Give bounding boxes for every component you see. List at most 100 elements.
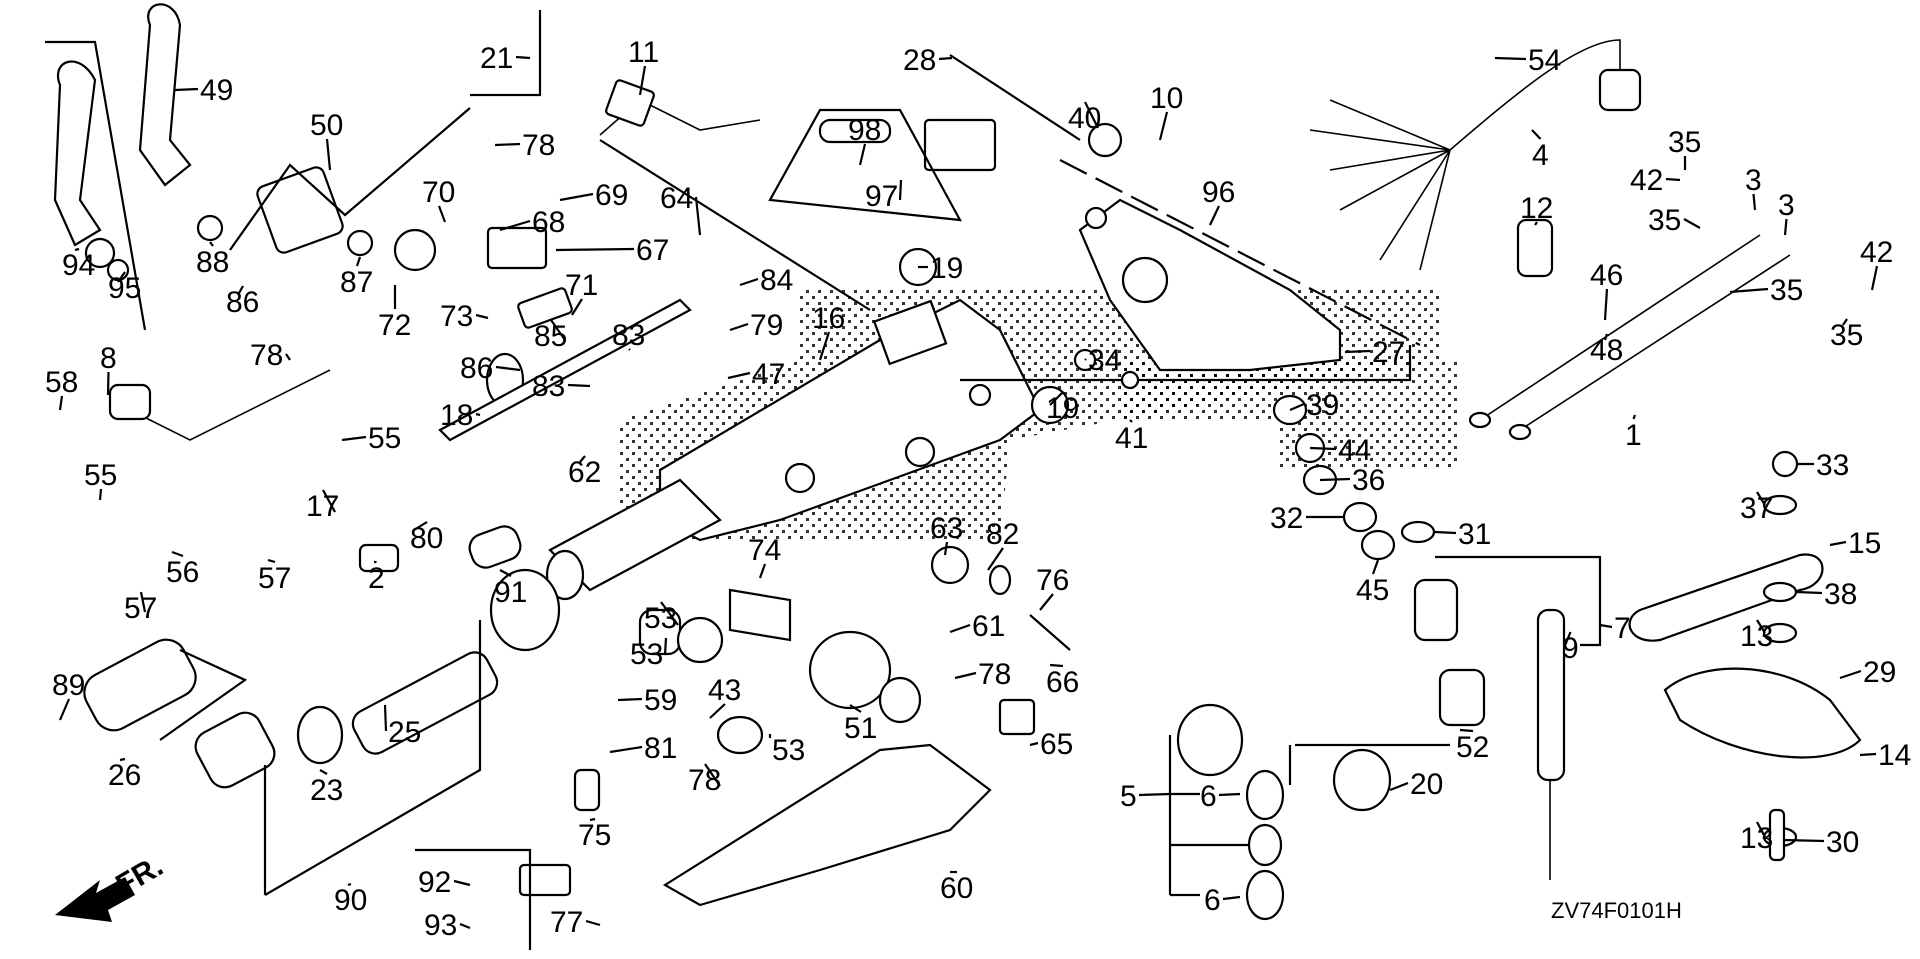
- callout-number: 34: [1088, 344, 1121, 377]
- leader-line: [209, 241, 214, 247]
- callout-number: 13: [1740, 822, 1773, 855]
- leader-line: [567, 383, 591, 388]
- callout-number: 19: [1046, 392, 1079, 425]
- callout-block: 97: [865, 179, 903, 213]
- leader-line: [437, 205, 447, 223]
- callout-washer: 83: [532, 370, 591, 403]
- callout-number: 57: [124, 592, 157, 625]
- callout-lower-cover: 60: [940, 870, 973, 905]
- callout-grommet: 19: [918, 252, 963, 285]
- callout-number: 78: [688, 764, 721, 797]
- callout-number: 81: [644, 732, 677, 765]
- callout-washer: 84: [739, 264, 793, 297]
- callout-number: 83: [532, 370, 565, 403]
- leader-line: [1459, 728, 1474, 733]
- callout-grip: 26: [108, 757, 141, 792]
- callout-number: 4: [1532, 139, 1549, 172]
- callout-flange-bolt: 78: [954, 658, 1011, 691]
- callout-grommet: 58: [45, 366, 78, 411]
- leader-line: [727, 371, 751, 380]
- callout-number: 56: [166, 556, 199, 589]
- callout-number: 91: [494, 576, 527, 609]
- leader-line: [609, 745, 643, 754]
- leader-line: [117, 271, 126, 283]
- callout-connector: 11: [628, 36, 659, 96]
- callout-washer: 35: [1830, 318, 1863, 352]
- callout-number: 65: [1040, 728, 1073, 761]
- callout-number: 35: [1668, 126, 1701, 159]
- leader-line: [954, 671, 977, 680]
- callout-washer: 83: [612, 319, 645, 352]
- callout-steering-bracket: 27: [1344, 336, 1405, 369]
- callout-number: 64: [660, 182, 693, 215]
- leader-line: [694, 196, 702, 236]
- leader-line: [285, 353, 291, 361]
- callout-number: 48: [1590, 334, 1623, 367]
- callout-number: 75: [578, 819, 611, 852]
- callout-throttle-pipe: 25: [383, 704, 421, 749]
- leader-line: [1839, 669, 1862, 680]
- callout-number: 87: [340, 266, 373, 299]
- callout-number: 31: [1458, 518, 1491, 551]
- lower-cover-part: [662, 698, 1036, 907]
- leader-line: [1756, 619, 1766, 634]
- callout-pad: 21: [480, 42, 531, 75]
- leader-line: [499, 219, 531, 232]
- leader-line: [174, 87, 199, 92]
- leader-line: [319, 769, 328, 775]
- callout-number: 3: [1778, 189, 1795, 222]
- callout-cap: 20: [1389, 768, 1443, 801]
- leader-line: [550, 319, 566, 341]
- leader-line: [1603, 288, 1609, 321]
- callout-number: 69: [595, 179, 628, 212]
- callout-number: 38: [1824, 578, 1857, 611]
- callout-number: 18: [440, 399, 473, 432]
- callout-rubber: 65: [1029, 728, 1073, 761]
- leader-line: [1859, 752, 1877, 757]
- callout-cable-bracket: 1: [1625, 414, 1642, 452]
- leader-line: [1289, 402, 1305, 412]
- leader-line: [1683, 218, 1701, 229]
- callout-washer: 85: [534, 319, 567, 353]
- leader-line: [704, 763, 721, 787]
- callout-clamp: 59: [617, 684, 677, 717]
- callout-number: 8: [100, 342, 117, 375]
- callout-rubber-mount: 12: [1520, 192, 1553, 226]
- callout-washer: 41: [1115, 419, 1148, 455]
- leader-line: [1494, 56, 1527, 61]
- callout-flange-bolt: 78: [688, 763, 721, 797]
- callout-number: 14: [1878, 739, 1911, 772]
- callout-number: 33: [1816, 449, 1849, 482]
- callout-number: 30: [1826, 826, 1859, 859]
- leader-line: [858, 143, 867, 166]
- leader-line: [1344, 349, 1371, 354]
- callout-clamp: 54: [1494, 44, 1561, 77]
- callout-number: 25: [388, 716, 421, 749]
- callout-number: 23: [310, 774, 343, 807]
- leader-line: [818, 331, 831, 361]
- callout-number: 28: [903, 44, 936, 77]
- wire-harness-part: [108, 39, 1791, 441]
- callout-washer: 81: [609, 732, 677, 765]
- leader-line: [663, 637, 668, 656]
- callout-screw: 71: [565, 269, 598, 316]
- callout-band: 55: [84, 459, 117, 501]
- callout-screw: 79: [729, 309, 783, 342]
- callout-number: 85: [534, 320, 567, 353]
- callout-number: 12: [1520, 192, 1553, 225]
- leader-line: [58, 395, 64, 411]
- leader-line: [499, 569, 512, 577]
- callout-number: 35: [1648, 204, 1681, 237]
- callout-collar: 88: [196, 241, 229, 279]
- leader-line: [617, 697, 643, 702]
- leader-line: [355, 256, 362, 267]
- callout-number: 7: [1614, 612, 1631, 645]
- callout-number: 17: [306, 490, 339, 523]
- callout-number: 95: [108, 272, 141, 305]
- leader-line: [1665, 177, 1681, 182]
- callout-grommet: 19: [1046, 391, 1079, 425]
- leader-line: [579, 455, 586, 463]
- callout-clip: 10: [1150, 82, 1183, 141]
- callout-number: 66: [1046, 666, 1079, 699]
- callout-number: 72: [378, 309, 411, 342]
